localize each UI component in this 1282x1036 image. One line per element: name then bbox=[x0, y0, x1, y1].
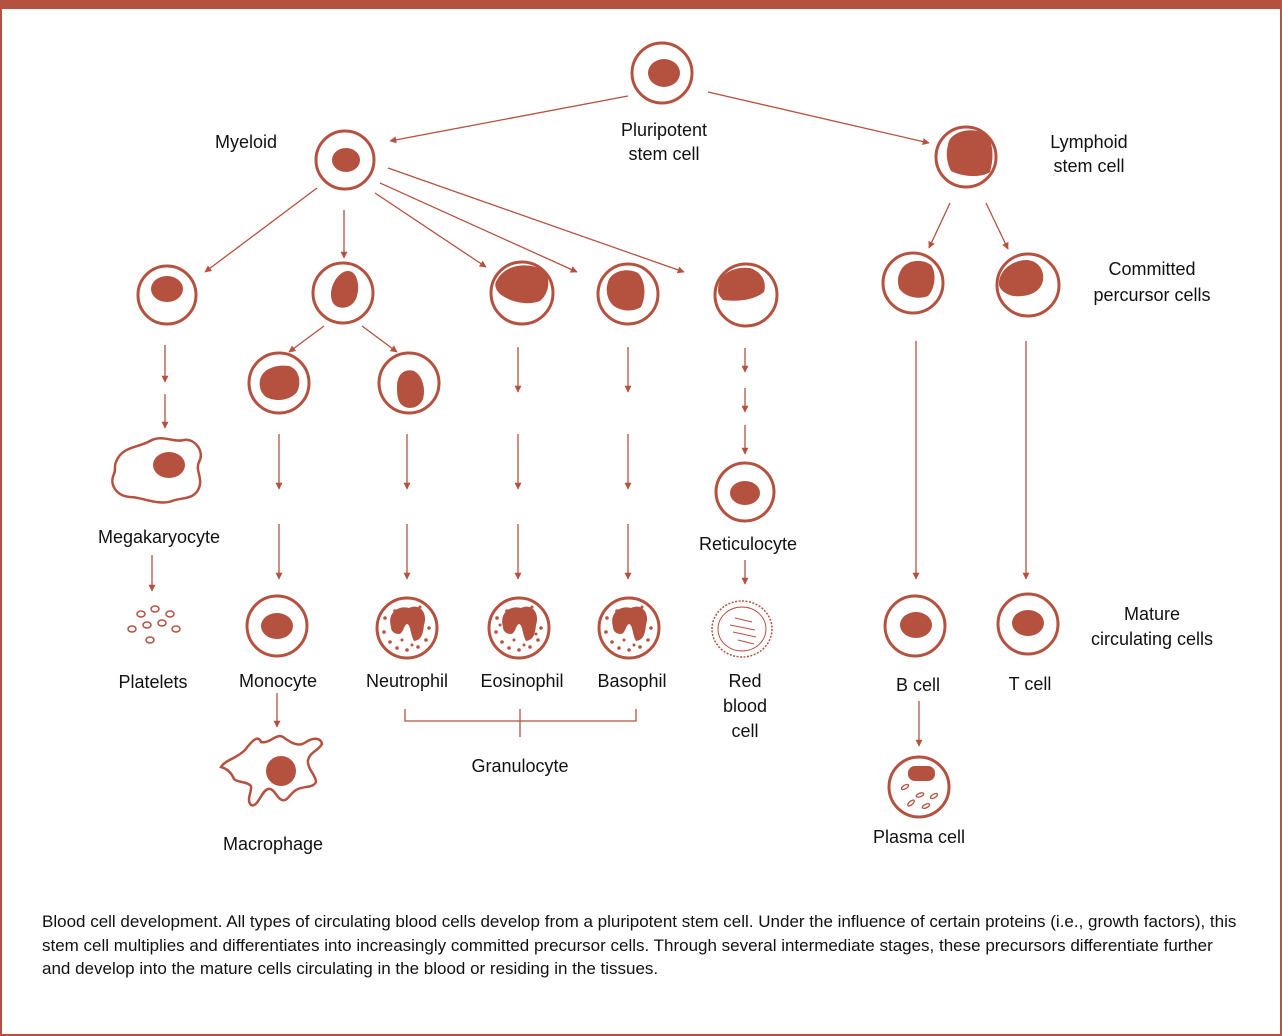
pluripotent-label-line1: Pluripotent bbox=[621, 120, 707, 140]
plasma-cell-icon bbox=[887, 755, 951, 819]
t-cell-label: T cell bbox=[1009, 674, 1052, 694]
arrow-myeloid-to-eosinophil-precursor bbox=[374, 192, 487, 268]
myeloid-stem-cell-icon bbox=[314, 129, 376, 191]
committed-label-line1: Committed bbox=[1108, 259, 1195, 279]
granulocyte-label: Granulocyte bbox=[471, 756, 568, 776]
rbc-label-line2: blood bbox=[723, 696, 767, 716]
basophil-icon bbox=[597, 596, 661, 660]
mature-label-line2: circulating cells bbox=[1091, 629, 1213, 649]
myeloblast-icon bbox=[377, 351, 441, 415]
basophil-precursor-icon bbox=[596, 262, 660, 326]
neutrophil-icon bbox=[375, 596, 439, 660]
red-blood-cell-icon bbox=[711, 600, 773, 658]
b-cell-precursor-icon bbox=[881, 251, 945, 315]
monoblast-icon bbox=[247, 351, 311, 415]
monocyte-lineage-precursor-icon bbox=[311, 261, 375, 325]
neutrophil-label: Neutrophil bbox=[366, 671, 448, 691]
eosinophil-precursor-icon bbox=[489, 260, 555, 326]
macrophage-label: Macrophage bbox=[223, 834, 323, 854]
arrow-stem-to-lymphoid bbox=[707, 91, 930, 145]
pluripotent-label-line2: stem cell bbox=[628, 144, 699, 164]
megakaryocyte-precursor-icon bbox=[136, 264, 198, 326]
lymphoid-stem-cell-icon bbox=[934, 125, 998, 189]
arrow-myeloid-to-erythroid-precursor bbox=[387, 167, 685, 274]
basophil-label: Basophil bbox=[597, 671, 666, 691]
arrow-mono-precursor-to-right bbox=[361, 325, 398, 353]
arrow-lymphoid-to-t-precursor bbox=[985, 202, 1009, 250]
monocyte-icon bbox=[245, 594, 309, 658]
committed-label-line2: percursor cells bbox=[1093, 285, 1210, 305]
granulocyte-bracket bbox=[404, 709, 637, 737]
lymphoid-label-line1: Lymphoid bbox=[1050, 132, 1127, 152]
t-cell-icon bbox=[996, 592, 1060, 656]
megakaryocyte-icon bbox=[111, 437, 202, 504]
reticulocyte-label: Reticulocyte bbox=[699, 534, 797, 554]
b-cell-icon bbox=[883, 594, 947, 658]
monocyte-label: Monocyte bbox=[239, 671, 317, 691]
reticulocyte-icon bbox=[714, 461, 776, 523]
arrow-myeloid-to-basophil-precursor bbox=[379, 182, 578, 273]
cells bbox=[111, 41, 1061, 819]
rbc-label-line1: Red bbox=[728, 671, 761, 691]
pluripotent-stem-cell-icon bbox=[630, 41, 694, 105]
megakaryocyte-label: Megakaryocyte bbox=[98, 527, 220, 547]
arrow-lymphoid-to-b-precursor bbox=[928, 202, 951, 249]
arrows bbox=[148, 91, 1030, 747]
eosinophil-icon bbox=[487, 596, 551, 660]
figure-caption: Blood cell development. All types of cir… bbox=[42, 912, 1237, 978]
b-cell-label: B cell bbox=[896, 675, 940, 695]
eosinophil-label: Eosinophil bbox=[480, 671, 563, 691]
arrow-mono-precursor-to-left bbox=[288, 325, 325, 353]
labels: Pluripotent stem cell Myeloid Lymphoid s… bbox=[98, 120, 1213, 854]
arrow-stem-to-myeloid bbox=[389, 95, 629, 144]
t-cell-precursor-icon bbox=[995, 252, 1061, 318]
plasma-cell-label: Plasma cell bbox=[873, 827, 965, 847]
mature-label-line1: Mature bbox=[1124, 604, 1180, 624]
platelets-label: Platelets bbox=[118, 672, 187, 692]
platelets-icon bbox=[127, 605, 181, 644]
lymphoid-label-line2: stem cell bbox=[1053, 156, 1124, 176]
erythroid-precursor-icon bbox=[713, 262, 779, 328]
rbc-label-line3: cell bbox=[731, 721, 758, 741]
myeloid-label: Myeloid bbox=[215, 132, 277, 152]
macrophage-icon bbox=[219, 734, 324, 807]
arrow-myeloid-to-mega-precursor bbox=[204, 187, 318, 273]
